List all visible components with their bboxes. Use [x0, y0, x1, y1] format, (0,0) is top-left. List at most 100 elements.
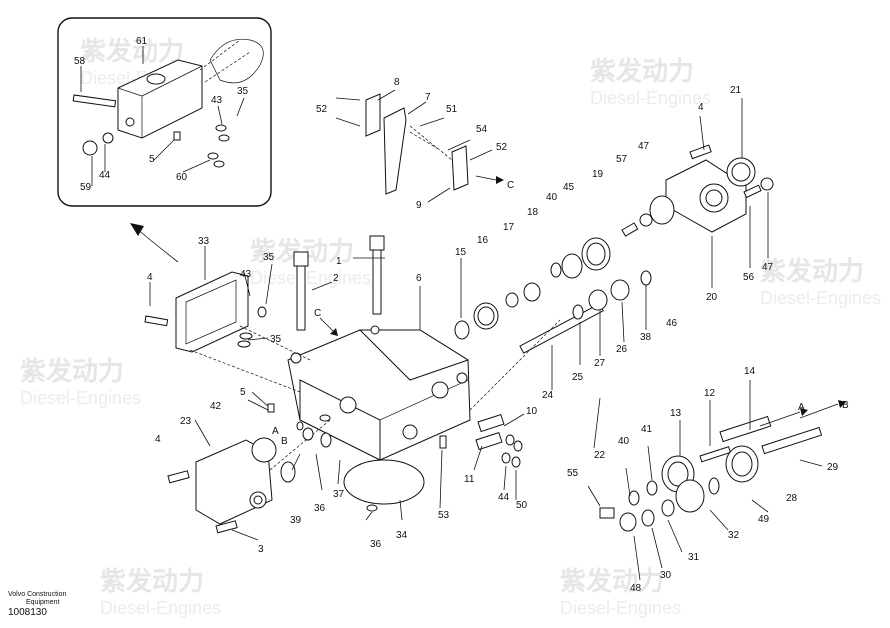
drawing-number: 1008130 — [8, 607, 47, 618]
part-label-18: 18 — [527, 207, 539, 218]
part-label-19: 19 — [592, 169, 604, 180]
part-label-4: 4 — [147, 272, 153, 283]
part-label-44: 44 — [498, 492, 510, 503]
part-label-57: 57 — [616, 154, 628, 165]
part-label-6: 6 — [416, 273, 422, 284]
part-label-45: 45 — [563, 182, 575, 193]
watermark-en: Diesel-Engines — [250, 268, 371, 288]
part-label-53: 53 — [438, 510, 450, 521]
part-label-30: 30 — [660, 570, 672, 581]
gasket-34 — [320, 432, 447, 521]
flow-marker-c-lever: C — [507, 180, 514, 191]
watermark-tile: 紫发动力 Diesel-Engines — [590, 56, 711, 108]
cover-plate-33 — [144, 246, 311, 393]
flow-marker-a-spool: A — [798, 402, 805, 413]
part-label-56: 56 — [743, 272, 755, 283]
part-label-13: 13 — [670, 408, 682, 419]
watermark-tile: 紫发动力 Diesel-Engines — [760, 256, 881, 308]
part-label-35c: 35 — [237, 86, 249, 97]
part-label-8: 8 — [394, 77, 400, 88]
part-label-34: 34 — [396, 530, 408, 541]
part-label-35b: 35 — [270, 334, 282, 345]
flow-marker-c: C — [314, 308, 321, 319]
part-label-43: 43 — [240, 269, 252, 280]
part-label-43b: 43 — [211, 95, 223, 106]
flow-marker-b: B — [281, 436, 288, 447]
part-label-11: 11 — [464, 474, 475, 485]
part-label-31: 31 — [688, 552, 700, 563]
part-label-20: 20 — [706, 292, 718, 303]
part-label-46: 46 — [666, 318, 678, 329]
part-label-40b: 40 — [618, 436, 630, 447]
part-label-3: 3 — [258, 544, 264, 555]
part-label-27: 27 — [594, 358, 606, 369]
watermark-cn: 紫发动力 — [760, 256, 864, 287]
part-label-17: 17 — [503, 222, 515, 233]
watermark-en: Diesel-Engines — [590, 88, 711, 108]
part-label-29: 29 — [827, 462, 839, 473]
watermark-en: Diesel-Engines — [560, 598, 681, 618]
leader-lines-misc — [237, 263, 373, 521]
part-label-47: 47 — [638, 141, 650, 152]
watermark-tile: 紫发动力 Diesel-Engines — [100, 566, 221, 618]
brand-line-1: Volvo Construction — [8, 591, 67, 598]
watermark-cn: 紫发动力 — [20, 356, 124, 387]
watermark-tile: 紫发动力 Diesel-Engines — [20, 356, 141, 408]
part-label-23: 23 — [180, 416, 192, 427]
watermark-tile: 紫发动力 Diesel-Engines — [560, 566, 681, 618]
flange-20 — [649, 98, 774, 288]
part-label-60: 60 — [176, 172, 188, 183]
part-label-55: 55 — [567, 468, 579, 479]
spool-assembly-29 — [587, 380, 846, 581]
part-label-4b: 4 — [155, 434, 161, 445]
part-label-41: 41 — [641, 424, 653, 435]
part-label-35: 35 — [263, 252, 275, 263]
part-label-16: 16 — [477, 235, 489, 246]
watermark-en: Diesel-Engines — [20, 388, 141, 408]
part-label-61: 61 — [136, 36, 148, 47]
part-label-44b: 44 — [99, 170, 111, 181]
flow-marker-a: A — [272, 426, 279, 437]
watermark-en: Diesel-Engines — [100, 598, 221, 618]
watermark-cn: 紫发动力 — [100, 566, 204, 597]
part-label-58: 58 — [74, 56, 86, 67]
part-label-2: 2 — [333, 273, 339, 284]
part-label-1: 1 — [336, 256, 342, 267]
part-label-24: 24 — [542, 390, 554, 401]
part-label-37: 37 — [333, 489, 345, 500]
part-label-51: 51 — [446, 104, 458, 115]
brand-line-2: Equipment — [26, 599, 60, 606]
watermark-cn: 紫发动力 — [80, 36, 184, 67]
lever-assembly — [335, 89, 504, 203]
part-label-22: 22 — [594, 450, 606, 461]
end-cover-23 — [167, 419, 331, 541]
flow-markers: A B C C A B — [272, 180, 849, 447]
part-label-39: 39 — [290, 515, 302, 526]
part-label-47b: 47 — [762, 262, 774, 273]
part-label-52: 52 — [316, 104, 328, 115]
part-label-28: 28 — [786, 493, 798, 504]
part-label-48: 48 — [630, 583, 642, 594]
watermark-en: Diesel-Engines — [760, 288, 881, 308]
part-label-4c: 4 — [698, 102, 704, 113]
part-label-5: 5 — [240, 387, 246, 398]
part-label-7: 7 — [425, 92, 431, 103]
part-label-38: 38 — [640, 332, 652, 343]
part-label-14: 14 — [744, 366, 756, 377]
inset-arrow — [130, 223, 179, 263]
part-label-32: 32 — [728, 530, 740, 541]
spool-assembly-24 — [454, 213, 653, 411]
watermark-cn: 紫发动力 — [590, 56, 694, 87]
part-labels: 1 2 3 4 4 4 5 5 6 7 8 9 10 11 12 13 14 1… — [74, 36, 839, 594]
flow-marker-b-spool: B — [842, 400, 849, 411]
part-label-54: 54 — [476, 124, 488, 135]
part-label-10: 10 — [526, 406, 538, 417]
part-label-49: 49 — [758, 514, 770, 525]
part-label-15: 15 — [455, 247, 467, 258]
part-label-50: 50 — [516, 500, 528, 511]
part-label-9: 9 — [416, 200, 422, 211]
part-label-36b: 36 — [370, 539, 382, 550]
part-label-52b: 52 — [496, 142, 508, 153]
main-valve-body — [287, 286, 471, 461]
